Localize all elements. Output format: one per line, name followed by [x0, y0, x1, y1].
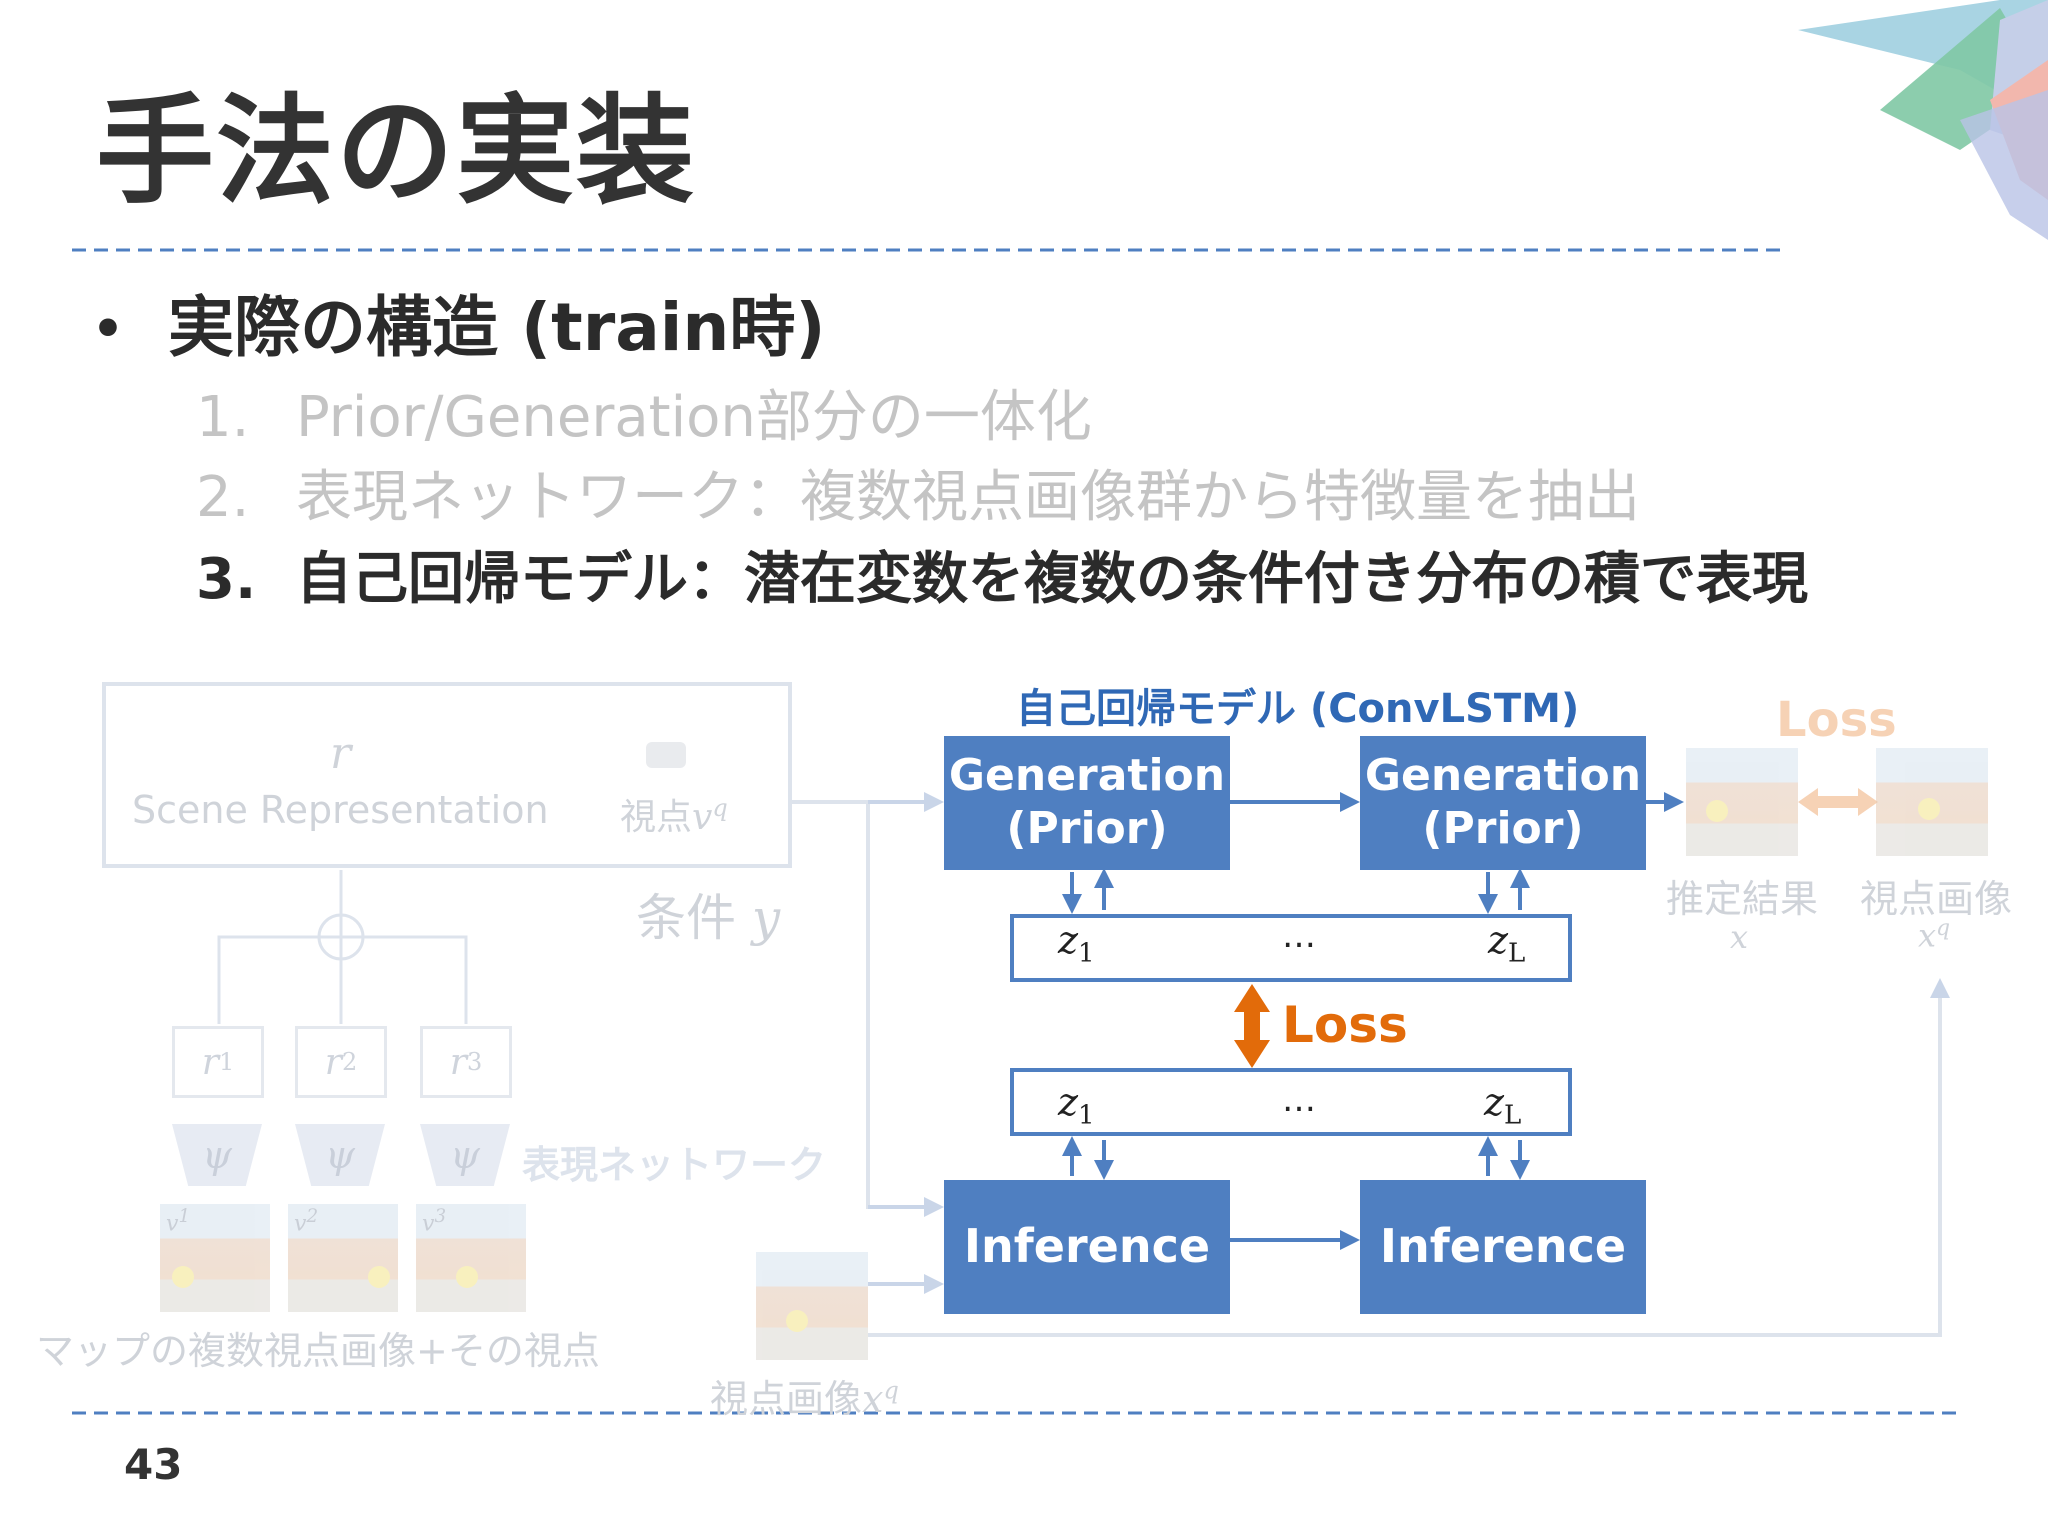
map-view-image-1 [160, 1204, 270, 1312]
target-view-image [1876, 748, 1988, 856]
ellipsis-inference: … [1282, 1080, 1316, 1120]
list-item-number: 3. [196, 547, 257, 612]
v1-label: v1 [166, 1206, 191, 1237]
list-item-text: 表現ネットワーク：複数視点画像群から特徴量を抽出 [296, 465, 1640, 530]
slide-title: 手法の実装 [96, 82, 697, 220]
estimate-label: 推定結果 [1666, 877, 1819, 921]
scene-representation-label: Scene Representation [132, 788, 549, 832]
inference-box-1: Inference [944, 1180, 1230, 1314]
map-view-image-2 [288, 1204, 398, 1312]
latent-z-row-inference [1010, 1068, 1572, 1136]
list-item-text: 自己回帰モデル：潜在変数を複数の条件付き分布の積で表現 [296, 547, 1808, 612]
page-number: 43 [124, 1440, 183, 1489]
autoregressive-model-title: 自己回帰モデル (ConvLSTM) [1016, 686, 1580, 732]
generation-label: Generation [948, 750, 1226, 802]
loss-label-center: Loss [1282, 996, 1408, 1054]
representation-network-label: 表現ネットワーク [522, 1143, 827, 1187]
prior-label: (Prior) [1422, 803, 1584, 854]
map-view-image-3 [416, 1204, 526, 1312]
psi-encoder-3: ψ [420, 1124, 510, 1186]
generation-prior-box-1: Generation (Prior) [944, 736, 1230, 870]
ellipsis-prior: … [1282, 916, 1316, 956]
zL-label-prior: zL [1488, 918, 1526, 969]
bullet-dot: • [92, 300, 124, 358]
estimate-var: x [1730, 918, 1749, 956]
v2-label: v2 [294, 1206, 319, 1237]
list-item-1: 1.Prior/Generation部分の一体化 [196, 390, 1092, 446]
z1-label-inference: z1 [1058, 1080, 1095, 1131]
condition-label: 条件 y [636, 889, 781, 947]
generation-prior-box-2: Generation (Prior) [1360, 736, 1646, 870]
psi-encoder-1: ψ [172, 1124, 262, 1186]
v3-label: v3 [422, 1206, 447, 1237]
target-var: xq [1918, 916, 1951, 955]
list-item-number: 2. [196, 465, 250, 530]
bullet-heading: 実際の構造 (train時) [168, 289, 826, 366]
list-item-text: Prior/Generation部分の一体化 [296, 385, 1092, 450]
psi-encoder-2: ψ [295, 1124, 385, 1186]
inference-box-2: Inference [1360, 1180, 1646, 1314]
estimate-image [1686, 748, 1798, 856]
generation-label: Generation [1364, 750, 1642, 802]
viewpoint-label: 視点vq [620, 794, 728, 838]
query-image-caption: 視点画像xq [710, 1376, 899, 1421]
target-label: 視点画像 [1860, 877, 2013, 921]
list-item-number: 1. [196, 385, 250, 450]
zL-label-inference: zL [1484, 1080, 1522, 1131]
scene-representation-box [102, 682, 792, 868]
map-images-caption: マップの複数視点画像+その視点 [36, 1329, 600, 1373]
scene-r-symbol: r [330, 728, 352, 779]
camera-icon [646, 742, 686, 768]
latent-z-row-prior [1010, 914, 1572, 982]
list-item-3: 3.自己回帰モデル：潜在変数を複数の条件付き分布の積で表現 [196, 552, 1808, 608]
query-view-image [756, 1252, 868, 1360]
loss-label-top: Loss [1776, 692, 1897, 748]
prior-label: (Prior) [1006, 803, 1168, 854]
z1-label-prior: z1 [1058, 918, 1095, 969]
list-item-2: 2.表現ネットワーク：複数視点画像群から特徴量を抽出 [196, 470, 1640, 526]
